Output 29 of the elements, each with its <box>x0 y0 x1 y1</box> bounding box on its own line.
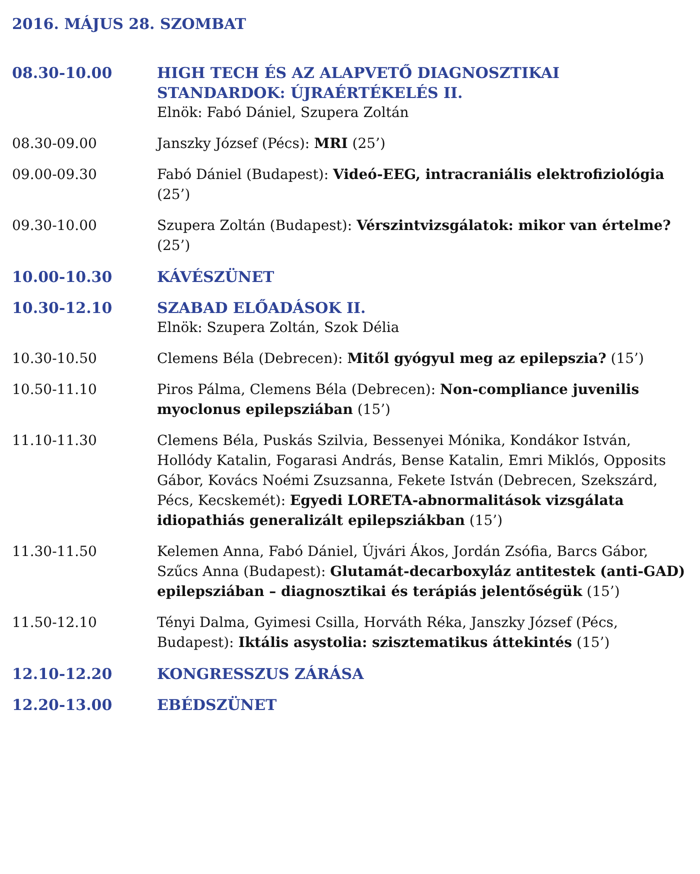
time-slot: 09.30-10.00 <box>12 216 157 256</box>
talk-entry: Kelemen Anna, Fabó Dániel, Újvári Ákos, Jordán Zsófia, Barcs Gábor, Szűcs Anna (Budapest): Glutamát-decarboxyláz antitestek (anti-GAD) epilepsziában – diagnosztikai és terápiás jelentőségük (15’) <box>157 542 686 602</box>
session-title: KÁVÉSZÜNET <box>157 267 276 287</box>
talk-entry: Clemens Béla (Debrecen): Mitől gyógyul meg az epilepszia? (15’) <box>157 350 645 369</box>
chair-line: Elnök: Szupera Zoltán, Szok Délia <box>157 319 400 338</box>
session-title: EBÉDSZÜNET <box>157 695 278 715</box>
time-slot: 11.30-11.50 <box>12 542 157 602</box>
time-slot: 11.50-12.10 <box>12 613 157 653</box>
time-slot: 10.00-10.30 <box>12 267 157 287</box>
time-slot: 10.30-10.50 <box>12 349 157 369</box>
time-slot: 10.30-12.10 <box>12 298 157 338</box>
session-title: SZABAD ELŐADÁSOK II. <box>157 298 367 318</box>
talk-entry: Fabó Dániel (Budapest): Videó-EEG, intracraniális elektrofiziológia (25’) <box>157 166 666 205</box>
time-slot: 12.10-12.20 <box>12 664 157 684</box>
talk-entry: Janszky József (Pécs): MRI (25’) <box>157 135 386 154</box>
chair-line: Elnök: Fabó Dániel, Szupera Zoltán <box>157 104 410 123</box>
time-slot: 08.30-10.00 <box>12 63 157 123</box>
talk-entry: Clemens Béla, Puskás Szilvia, Bessenyei Mónika, Kondákor István, Hollódy Katalin, Fogarasi András, Bense Katalin, Emri Miklós, Opposits Gábor, Kovács Noémi Zsuzsanna, Fekete István (Debrecen, Szekszárd, Pécs, Kecskemét): Egyedi LORETA-abnormalitások vizsgálata idiopathiás generalizált epilepsziákban (15’) <box>157 432 667 531</box>
time-slot: 08.30-09.00 <box>12 134 157 154</box>
time-slot: 12.20-13.00 <box>12 695 157 715</box>
talk-entry: Tényi Dalma, Gyimesi Csilla, Horváth Réka, Janszky József (Pécs, Budapest): Iktális asystolia: szisztematikus áttekintés (15’) <box>157 614 619 653</box>
session-title: HIGH TECH ÉS AZ ALAPVETŐ DIAGNOSZTIKAI STANDARDOK: ÚJRAÉRTÉKELÉS II. <box>157 63 561 103</box>
time-slot: 09.00-09.30 <box>12 165 157 205</box>
time-slot: 11.10-11.30 <box>12 431 157 531</box>
talk-entry: Szupera Zoltán (Budapest): Vérszintvizsgálatok: mikor van értelme? (25’) <box>157 217 672 256</box>
time-slot: 10.50-11.10 <box>12 380 157 420</box>
talk-entry: Piros Pálma, Clemens Béla (Debrecen): Non-compliance juvenilis myoclonus epilepsziában (15’) <box>157 381 640 420</box>
date-heading: 2016. MÁJUS 28. SZOMBAT <box>12 15 246 33</box>
session-title: KONGRESSZUS ZÁRÁSA <box>157 664 365 684</box>
